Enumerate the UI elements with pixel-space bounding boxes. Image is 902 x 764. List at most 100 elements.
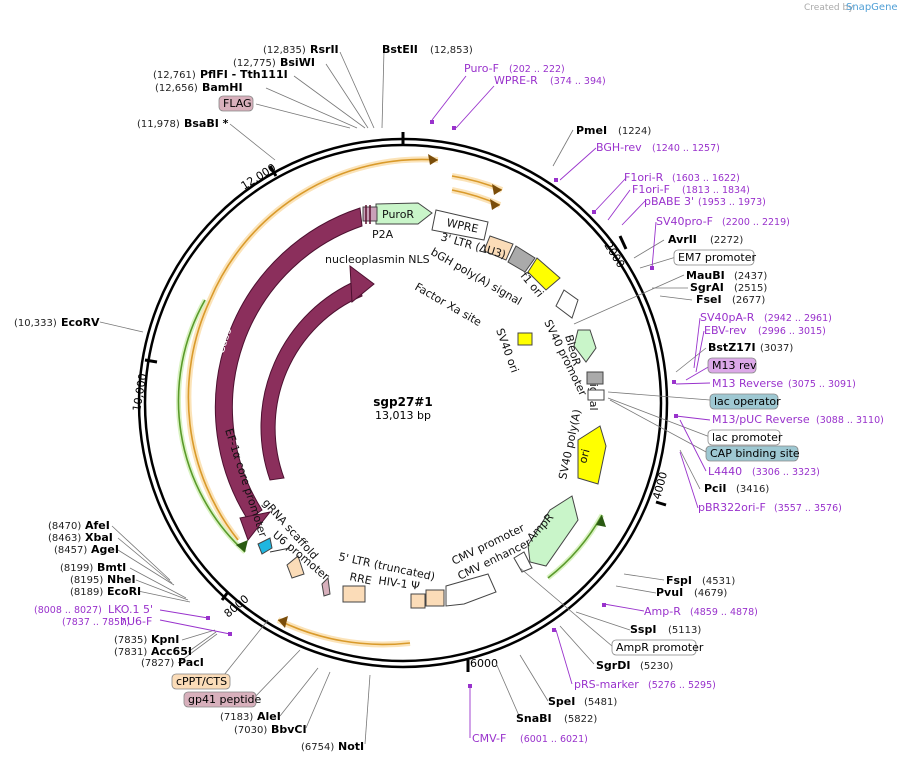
em7-promoter-label: EM7 promoter xyxy=(678,251,756,264)
lac-operator-box[interactable] xyxy=(709,393,779,410)
flag-box[interactable] xyxy=(218,95,254,112)
cmv-feature[interactable] xyxy=(445,573,497,607)
em7-promoter-box[interactable] xyxy=(673,249,755,266)
enzyme-bstz17i[interactable]: BstZ17I xyxy=(708,341,756,354)
enzyme-noti[interactable]: NotI xyxy=(338,740,364,753)
hiv-label: HIV-1 Ψ xyxy=(378,574,421,593)
enzyme-pos-fspi: (4531) xyxy=(702,576,735,587)
hiv-feature[interactable] xyxy=(410,593,426,609)
bgh-feature[interactable] xyxy=(507,245,536,273)
primer-f1ori-f[interactable]: F1ori-F xyxy=(632,183,670,196)
ltr5-feature[interactable] xyxy=(425,589,445,607)
enzyme-fsei[interactable]: FseI xyxy=(696,293,722,306)
orf-arc-left xyxy=(187,299,239,541)
enzyme-bamhi[interactable]: BamHI xyxy=(202,81,243,94)
enzyme-pos-fsei: (2677) xyxy=(732,295,765,306)
enzyme-pcii[interactable]: PciI xyxy=(704,482,726,495)
primer-ticks xyxy=(206,120,678,688)
enzyme-bsteii[interactable]: BstEII xyxy=(382,43,418,56)
enzyme-pos-snabi: (5822) xyxy=(564,714,597,725)
primer-cmv-f[interactable]: CMV-F xyxy=(472,732,506,745)
bleor-feature[interactable] xyxy=(573,329,597,363)
enzyme-paci[interactable]: PacI xyxy=(178,656,204,669)
primer-m13-reverse[interactable]: M13 Reverse xyxy=(712,377,783,390)
enzyme-sgrdi[interactable]: SgrDI xyxy=(596,659,630,672)
primer-sv40pa-r[interactable]: SV40pA-R xyxy=(700,311,755,324)
enzyme-sgrai[interactable]: SgrAI xyxy=(690,281,724,294)
primer-pos-amp-r: (4859 .. 4878) xyxy=(690,607,758,618)
enzyme-pos-afei: (8470) xyxy=(48,521,81,532)
enzyme-pflfi-tth111i[interactable]: PflFI - Tth111I xyxy=(200,68,288,81)
enzyme-agei[interactable]: AgeI xyxy=(91,543,119,556)
enzyme-maubi[interactable]: MauBI xyxy=(686,269,725,282)
ampr-feature[interactable] xyxy=(527,495,579,567)
enzyme-xbai[interactable]: XbaI xyxy=(85,531,113,544)
m13-rev-box[interactable] xyxy=(707,357,757,374)
cppt-cts-box[interactable] xyxy=(171,673,231,690)
enzyme-bbvci[interactable]: BbvCI xyxy=(271,723,307,736)
gp41-peptide-box[interactable] xyxy=(183,691,257,708)
enzyme-pvui[interactable]: PvuI xyxy=(656,586,683,599)
enzyme-nhei[interactable]: NheI xyxy=(107,573,136,586)
enzyme-pmei[interactable]: PmeI xyxy=(576,124,607,137)
enzyme-bsiwi[interactable]: BsiWI xyxy=(280,56,315,69)
enzyme-acc65i[interactable]: Acc65I xyxy=(151,645,192,658)
enzyme-pos-bsabi: (11,978) xyxy=(137,119,180,130)
enzyme-afei[interactable]: AfeI xyxy=(85,519,110,532)
primer-pos-cmv-f: (6001 .. 6021) xyxy=(520,734,588,745)
primer-pbr322ori-f[interactable]: pBR322ori-F xyxy=(698,501,766,514)
primer-lko1-5[interactable]: LKO.1 5' xyxy=(108,603,153,616)
enzyme-rsrii[interactable]: RsrII xyxy=(310,43,339,56)
sv40ori-feature[interactable] xyxy=(517,332,533,346)
enzyme-spei[interactable]: SpeI xyxy=(548,695,575,708)
gp41-feature[interactable] xyxy=(321,576,331,597)
primer-amp-r[interactable]: Amp-R xyxy=(644,605,681,618)
primer-pos-sv40pro-f: (2200 .. 2219) xyxy=(722,217,790,228)
cas9-inner-feature[interactable] xyxy=(260,279,363,481)
primer-sv40pro-f[interactable]: SV40pro-F xyxy=(656,215,713,228)
snapgene-logo: SnapGene xyxy=(846,2,898,13)
enzyme-bmti[interactable]: BmtI xyxy=(97,561,126,574)
primer-puro-f[interactable]: Puro-F xyxy=(464,62,499,75)
primer-l4440[interactable]: L4440 xyxy=(708,465,742,478)
ori-feature[interactable] xyxy=(577,425,607,485)
sv40prom-feature[interactable] xyxy=(555,289,579,319)
f1ori-feature[interactable] xyxy=(527,257,561,291)
rre-feature[interactable] xyxy=(342,585,366,603)
primer-bgh-rev[interactable]: BGH-rev xyxy=(596,141,642,154)
primer-wpre-r[interactable]: WPRE-R xyxy=(494,74,538,87)
primer-ebv-rev[interactable]: EBV-rev xyxy=(704,324,747,337)
primer-hu6-f[interactable]: hU6-F xyxy=(120,615,152,628)
cppt-feature[interactable] xyxy=(286,555,305,579)
plasmid-name: sgp27#1 xyxy=(373,395,432,409)
enzyme-ecori[interactable]: EcoRI xyxy=(107,585,141,598)
cas9-outer-arrowhead xyxy=(239,511,272,542)
cas9-outer-feature[interactable] xyxy=(214,207,363,521)
enzyme-bsabi[interactable]: BsaBI * xyxy=(184,117,229,130)
wpre-feature[interactable] xyxy=(431,209,489,241)
lac-promoter-box[interactable] xyxy=(707,429,781,446)
tick-4000 xyxy=(655,500,667,507)
grna-feature[interactable] xyxy=(257,537,273,555)
orf-arrowhead-2 xyxy=(492,184,502,195)
ampr-promoter-box[interactable] xyxy=(611,639,697,656)
enzyme-alei[interactable]: AleI xyxy=(257,710,281,723)
lac-small-feature[interactable] xyxy=(587,389,605,401)
sv40pa-small-feature[interactable] xyxy=(586,371,604,385)
primer-m13-puc-reverse[interactable]: M13/pUC Reverse xyxy=(712,413,810,426)
primer-prs-marker[interactable]: pRS-marker xyxy=(574,678,639,691)
enzyme-sspi[interactable]: SspI xyxy=(630,623,656,636)
enzyme-snabi[interactable]: SnaBI xyxy=(516,712,552,725)
enzyme-pos-sgrai: (2515) xyxy=(734,283,767,294)
tick-10000 xyxy=(144,358,158,364)
cap-binding-site-box[interactable] xyxy=(705,445,799,462)
enzyme-ecorv[interactable]: EcoRV xyxy=(61,316,100,329)
ampr-promoter-feature[interactable] xyxy=(513,551,533,573)
primer-f1ori-r[interactable]: F1ori-R xyxy=(624,171,664,184)
enzyme-avrii[interactable]: AvrII xyxy=(668,233,697,246)
enzyme-kpni[interactable]: KpnI xyxy=(151,633,179,646)
enzyme-fspi[interactable]: FspI xyxy=(666,574,692,587)
ltr3-feature[interactable] xyxy=(483,235,514,261)
primer-pbabe-3[interactable]: pBABE 3' xyxy=(644,195,694,208)
